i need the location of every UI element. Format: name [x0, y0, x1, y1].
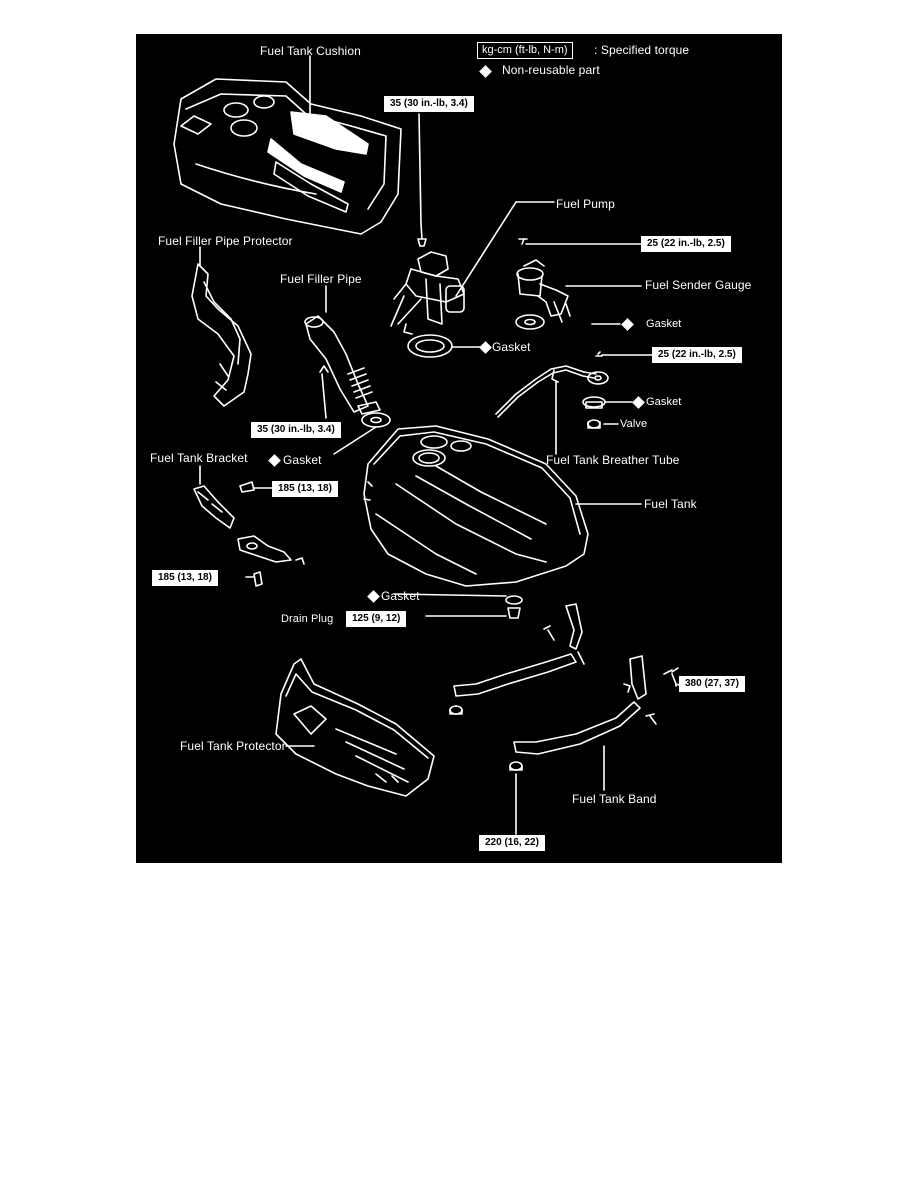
torque-band-nut: 220 (16, 22)	[479, 835, 545, 851]
torque-band-bolt: 380 (27, 37)	[679, 676, 745, 692]
label-fuel-sender-gauge: Fuel Sender Gauge	[645, 278, 752, 292]
pump-gasket-drawing	[407, 334, 453, 358]
torque-valve-bolt: 25 (22 in.-lb, 2.5)	[652, 347, 742, 363]
torque-pump-bolt: 35 (30 in.-lb, 3.4)	[384, 96, 474, 112]
valve-drawing	[587, 371, 609, 385]
label-pump-gasket: Gasket	[492, 340, 531, 354]
label-fuel-filler-pipe-protector: Fuel Filler Pipe Protector	[158, 234, 293, 248]
filler-gasket-drawing	[361, 412, 391, 428]
label-drain-gasket: Gasket	[381, 589, 420, 603]
fuel-tank-band-drawing	[453, 603, 647, 755]
label-fuel-pump: Fuel Pump	[556, 197, 615, 211]
parts-drawing	[173, 55, 683, 835]
sender-gasket-drawing	[515, 314, 545, 330]
valve-gasket-drawing	[582, 396, 606, 409]
valve-part-drawing	[587, 419, 601, 429]
label-fuel-tank-band: Fuel Tank Band	[572, 792, 657, 806]
drain-plug-drawing	[505, 595, 523, 619]
label-valve-gasket: Gasket	[646, 396, 682, 408]
torque-drain-plug: 125 (9, 12)	[346, 611, 407, 627]
fuel-tank-exploded-diagram: kg-cm (ft-lb, N-m) : Specified torque No…	[136, 34, 782, 863]
label-filler-gasket: Gasket	[283, 453, 322, 467]
torque-sender-bolt: 25 (22 in.-lb, 2.5)	[641, 236, 731, 252]
label-fuel-tank-breather-tube: Fuel Tank Breather Tube	[546, 453, 680, 467]
fuel-tank-bracket-drawing	[193, 485, 305, 565]
legend-unit-box: kg-cm (ft-lb, N-m)	[477, 42, 573, 59]
label-fuel-tank: Fuel Tank	[644, 497, 697, 511]
fuel-tank-protector-drawing	[275, 658, 435, 797]
label-drain-plug: Drain Plug	[281, 613, 334, 625]
breather-tube-drawing	[495, 365, 597, 418]
legend-unit-description: : Specified torque	[594, 43, 690, 57]
fuel-pump-drawing	[390, 251, 465, 335]
torque-bracket-bolt-upper: 185 (13, 18)	[272, 481, 338, 497]
legend-nonreusable-description: Non-reusable part	[502, 63, 600, 77]
label-sender-gasket: Gasket	[646, 318, 682, 330]
label-fuel-tank-protector: Fuel Tank Protector	[180, 739, 286, 753]
label-fuel-filler-pipe: Fuel Filler Pipe	[280, 272, 362, 286]
fuel-sender-gauge-drawing	[516, 259, 571, 323]
filler-pipe-protector-drawing	[191, 263, 252, 407]
label-fuel-tank-cushion: Fuel Tank Cushion	[260, 44, 361, 58]
label-fuel-tank-bracket: Fuel Tank Bracket	[150, 451, 248, 465]
torque-bracket-bolt-lower: 185 (13, 18)	[152, 570, 218, 586]
torque-filler-bolt: 35 (30 in.-lb, 3.4)	[251, 422, 341, 438]
label-valve: Valve	[620, 418, 648, 430]
fuel-tank-drawing	[363, 425, 589, 587]
fuel-filler-pipe-drawing	[304, 315, 381, 415]
fuel-tank-cushion-drawing	[173, 78, 402, 235]
